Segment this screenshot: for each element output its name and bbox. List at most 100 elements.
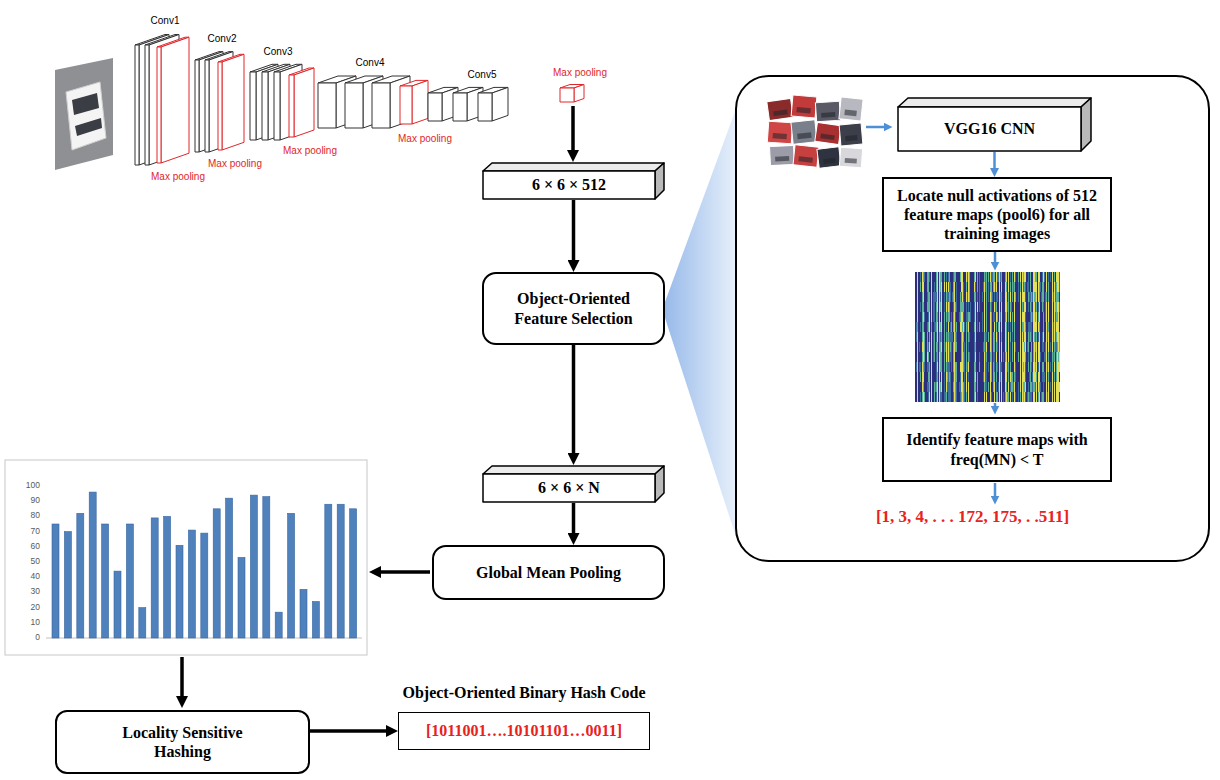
heatmap-cell [993,382,994,392]
heatmap-cell [944,302,945,312]
heatmap-cell [974,282,975,292]
heatmap-cell [974,272,975,282]
heatmap-cell [1005,362,1006,372]
heatmap-cell [966,322,967,332]
heatmap-cell [952,332,953,342]
heatmap-cell [961,352,962,362]
heatmap-cell [997,342,998,352]
heatmap-cell [949,312,950,322]
heatmap-cell [1024,302,1025,312]
heatmap-cell [964,362,965,372]
heatmap-cell [929,342,930,352]
heatmap-cell [1058,272,1059,282]
layer-side [161,37,189,163]
heatmap-cell [999,282,1000,292]
heatmap-cell [1036,362,1037,372]
heatmap-cell [946,322,947,332]
chart-bar [89,492,96,638]
heatmap-cell [985,362,986,372]
heatmap-cell [1022,392,1023,402]
heatmap-cell [997,332,998,342]
heatmap-cell [962,272,963,282]
heatmap-cell [934,282,935,292]
heatmap-cell [922,302,923,312]
heatmap-cell [961,322,962,332]
heatmap-cell [1025,332,1026,342]
chart-bar [114,571,121,638]
axis-tick-label: 70 [31,527,40,536]
heatmap-cell [1001,292,1002,302]
heatmap-cell [941,322,942,332]
heatmap-cell [916,322,917,332]
heatmap-cell [968,342,969,352]
heatmap-cell [990,282,991,292]
heatmap-cell [1056,392,1057,402]
heatmap-cell [999,372,1000,382]
node-text: Identify feature maps with freq(MN) < T [892,430,1102,468]
heatmap-cell [944,342,945,352]
heatmap-cell [931,382,932,392]
thumbnail [839,123,863,146]
heatmap-cell [922,282,923,292]
layer-front [195,60,199,152]
heatmap-cell [1035,342,1036,352]
heatmap-cell [936,322,937,332]
heatmap-cell [1055,292,1056,302]
heatmap-cell [1036,302,1037,312]
heatmap-cell [1030,312,1031,322]
heatmap-cell [1057,292,1058,302]
heatmap-cell [1015,362,1016,372]
heatmap-cell [937,382,938,392]
heatmap-cell [1025,342,1026,352]
heatmap-cell [984,372,985,382]
heatmap-cell [963,392,964,402]
heatmap-cell [1058,342,1059,352]
heatmap-cell [948,312,949,322]
heatmap-cell [954,282,955,292]
heatmap-cell [923,322,924,332]
heatmap-cell [946,282,947,292]
heatmap-cell [1030,272,1031,282]
heatmap-cell [1058,392,1059,402]
heatmap-cell [985,372,986,382]
heatmap-cell [922,322,923,332]
thumbnail [839,97,863,121]
heatmap-cell [1053,352,1054,362]
heatmap-cell [936,332,937,342]
heatmap-cell [1027,282,1028,292]
heatmap-cell [919,362,920,372]
heatmap-cell [1047,362,1048,372]
heatmap-cell [954,332,955,342]
heatmap-cell [950,292,951,302]
car-photo [55,58,113,170]
heatmap-cell [1057,382,1058,392]
heatmap-cell [991,352,992,362]
heatmap-cell [1050,272,1051,282]
heatmap-cell [951,352,952,362]
heatmap-cell [1032,312,1033,322]
heatmap-cell [960,292,961,302]
heatmap-cell [993,342,994,352]
heatmap-cell [1048,322,1049,332]
heatmap-cell [950,332,951,342]
heatmap-cell [998,322,999,332]
heatmap-cell [1046,332,1047,342]
heatmap-cell [1058,322,1059,332]
heatmap-cell [966,292,967,302]
heatmap-cell [1034,312,1035,322]
heatmap-cell [1036,352,1037,362]
heatmap-cell [937,342,938,352]
heatmap-cell [1034,342,1035,352]
heatmap-cell [916,362,917,372]
heatmap-cell [959,312,960,322]
process-box: Global Mean Pooling [432,545,665,600]
heatmap-cell [917,302,918,312]
heatmap-cell [986,322,987,332]
heatmap-cell [929,292,930,302]
heatmap-cell [993,362,994,372]
heatmap-cell [946,272,947,282]
heatmap-cell [1048,272,1049,282]
heatmap-cell [963,282,964,292]
heatmap-cell [940,302,941,312]
